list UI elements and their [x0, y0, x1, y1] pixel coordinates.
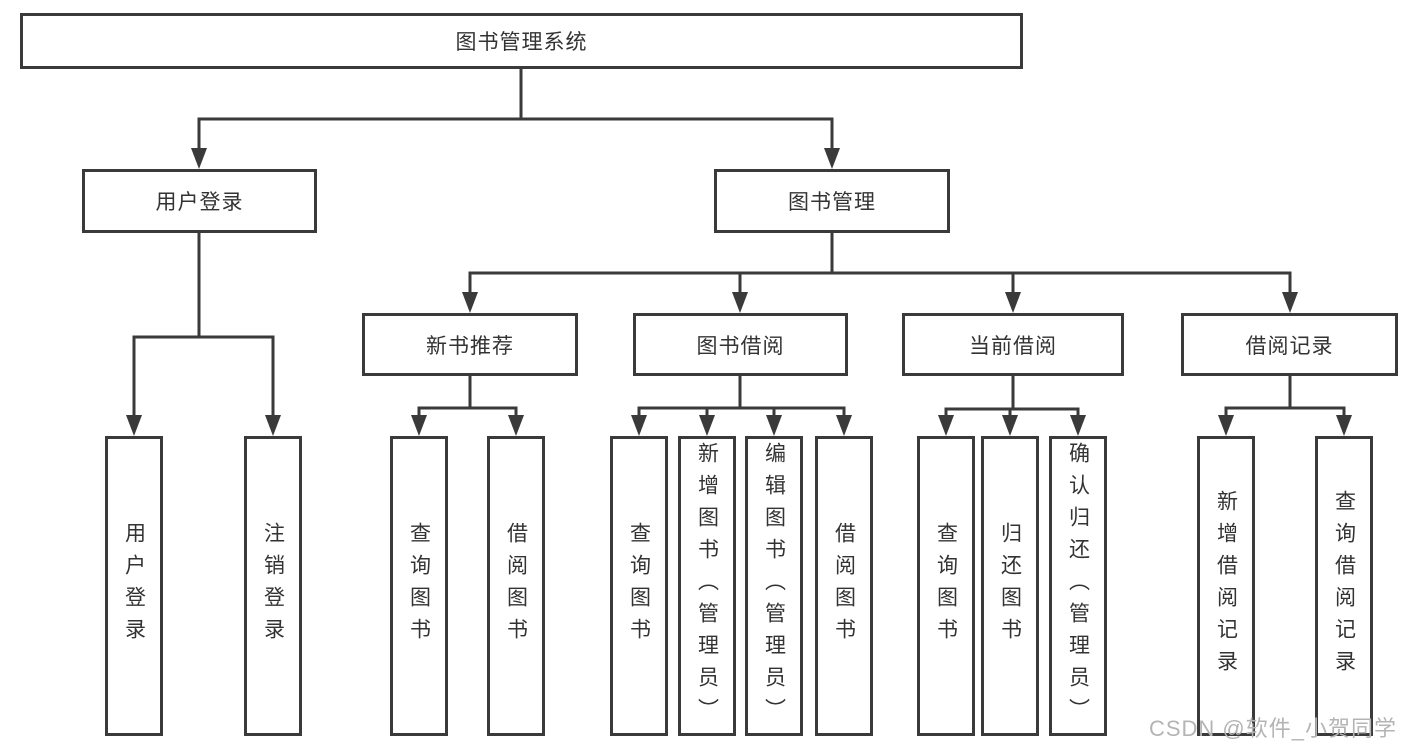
node-fn-nb-query-books-label: 查询图书 — [407, 522, 431, 650]
node-fn-user-login-label: 用户登录 — [122, 522, 146, 650]
node-book-borrowing-label: 图书借阅 — [696, 334, 785, 358]
node-book-borrowing: 图书借阅 — [633, 313, 848, 376]
node-book-management-branch-label: 图书管理 — [788, 191, 876, 214]
node-fn-bw-borrow-books: 借阅图书 — [815, 436, 873, 736]
node-fn-cb-confirm-return-label: 确认归还（管理员） — [1066, 442, 1090, 730]
node-fn-bw-borrow-books-label: 借阅图书 — [832, 522, 856, 650]
node-user-login-branch: 用户登录 — [82, 169, 317, 233]
node-fn-nb-borrow-books-label: 借阅图书 — [504, 522, 528, 650]
node-fn-nb-query-books: 查询图书 — [390, 436, 448, 736]
node-new-book-recommend: 新书推荐 — [362, 313, 578, 376]
node-new-book-recommend-label: 新书推荐 — [426, 334, 514, 358]
node-root-system-label: 图书管理系统 — [455, 31, 588, 54]
node-fn-cb-return-books-label: 归还图书 — [998, 522, 1022, 650]
node-fn-cb-query-books-label: 查询图书 — [934, 522, 958, 650]
node-fn-cb-query-books: 查询图书 — [917, 436, 975, 736]
node-fn-bw-edit-books-label: 编辑图书（管理员） — [762, 442, 786, 730]
node-current-borrowing-label: 当前借阅 — [969, 334, 1057, 358]
node-borrowing-records-label: 借阅记录 — [1245, 334, 1334, 358]
node-fn-bw-query-books-label: 查询图书 — [627, 522, 651, 650]
node-fn-rc-add-record: 新增借阅记录 — [1197, 436, 1255, 736]
node-fn-nb-borrow-books: 借阅图书 — [487, 436, 545, 736]
node-fn-rc-query-record-label: 查询借阅记录 — [1332, 490, 1356, 682]
node-fn-bw-add-books-label: 新增图书（管理员） — [695, 442, 719, 730]
node-fn-bw-query-books: 查询图书 — [610, 436, 668, 736]
node-fn-bw-edit-books: 编辑图书（管理员） — [745, 436, 803, 736]
node-fn-cb-confirm-return: 确认归还（管理员） — [1049, 436, 1107, 736]
node-fn-user-logout-label: 注销登录 — [261, 522, 285, 650]
node-borrowing-records: 借阅记录 — [1181, 313, 1398, 376]
node-fn-bw-add-books: 新增图书（管理员） — [678, 436, 736, 736]
node-fn-user-login: 用户登录 — [105, 436, 163, 736]
node-book-management-branch: 图书管理 — [714, 169, 950, 233]
node-current-borrowing: 当前借阅 — [902, 313, 1124, 376]
node-root-system: 图书管理系统 — [20, 13, 1023, 69]
node-fn-user-logout: 注销登录 — [244, 436, 302, 736]
node-fn-rc-query-record: 查询借阅记录 — [1315, 436, 1373, 736]
node-user-login-branch-label: 用户登录 — [155, 191, 244, 214]
node-fn-cb-return-books: 归还图书 — [981, 436, 1039, 736]
csdn-watermark: CSDN @软件_小贺同学 — [1148, 716, 1397, 741]
node-fn-rc-add-record-label: 新增借阅记录 — [1214, 490, 1238, 682]
